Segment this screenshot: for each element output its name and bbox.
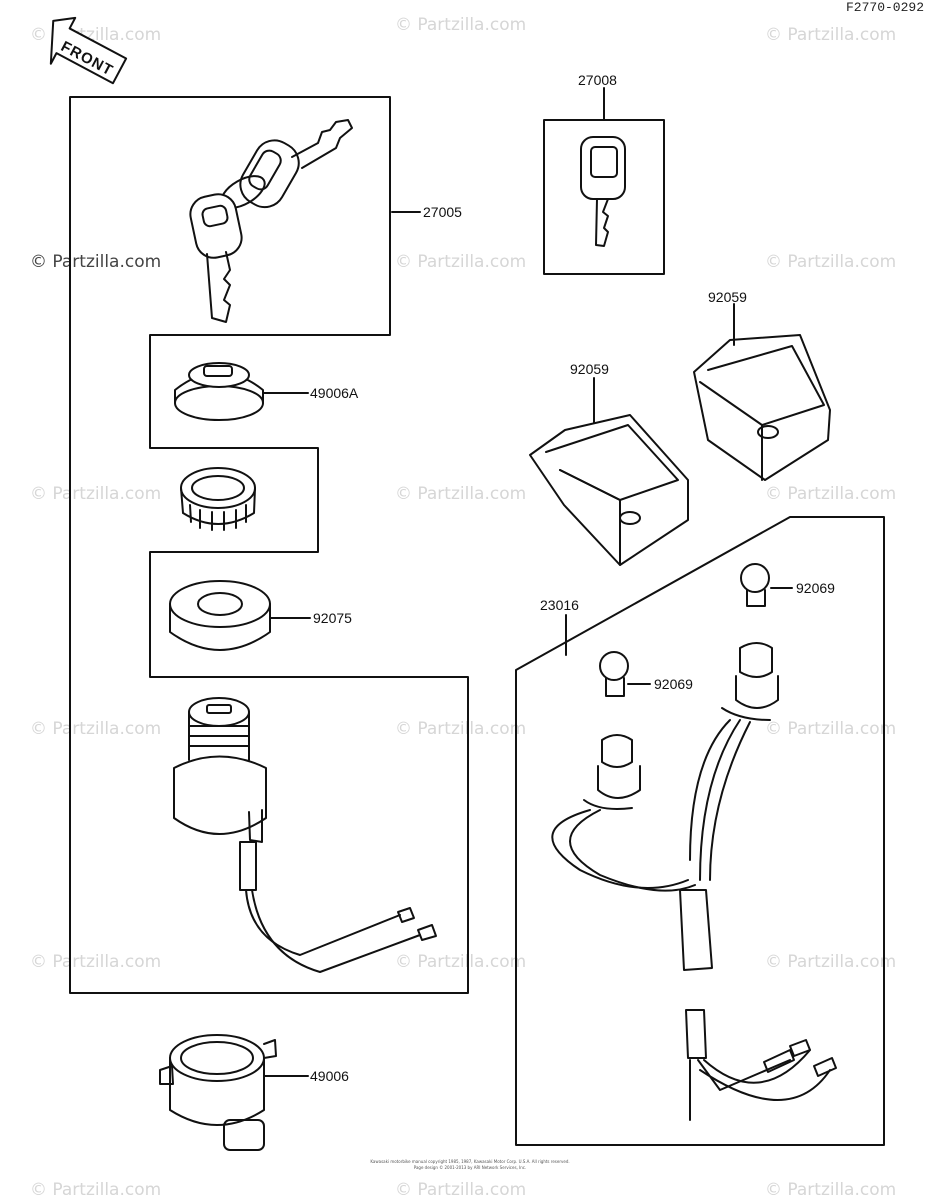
part-number-27008: 27008 <box>578 72 617 88</box>
watermark: © Partzilla.com <box>765 719 897 739</box>
part-number-23016: 23016 <box>540 597 579 613</box>
bulb-icon <box>599 651 629 697</box>
part-number-92059: 92059 <box>708 289 747 305</box>
key-blank-frame <box>543 119 665 275</box>
bulb-icon <box>740 563 770 607</box>
bulb-socket-housing-icon <box>693 334 831 481</box>
copyright-line: Kawasaki motorbike manual copyright 1985… <box>370 1159 570 1164</box>
watermark: © Partzilla.com <box>765 252 897 272</box>
part-number-92069: 92069 <box>654 676 693 692</box>
wiring-group-frame <box>515 516 885 1146</box>
key-blank-icon <box>580 136 626 247</box>
part-number-92075: 92075 <box>313 610 352 626</box>
watermark: © Partzilla.com <box>765 1180 897 1200</box>
watermark: © Partzilla.com <box>395 15 527 35</box>
diagram-code: F2770-0292 <box>845 0 924 15</box>
copyright-line: Page design © 2001-2013 by ARI Network S… <box>413 1165 527 1170</box>
copyright-notice: Kawasaki motorbike manual copyright 1985… <box>320 1159 620 1171</box>
watermark: © Partzilla.com <box>30 719 162 739</box>
watermark: © Partzilla.com <box>765 952 897 972</box>
watermark: © Partzilla.com <box>30 952 162 972</box>
part-number-27005: 27005 <box>423 204 462 220</box>
ignition-switch-icon <box>173 697 437 973</box>
watermark: © Partzilla.com <box>395 484 527 504</box>
watermark: © Partzilla.com <box>395 1180 527 1200</box>
watermark: © Partzilla.com <box>30 252 162 272</box>
watermark: © Partzilla.com <box>395 252 527 272</box>
ignition-group-frame <box>69 96 469 994</box>
part-number-92059: 92059 <box>570 361 609 377</box>
watermark: © Partzilla.com <box>765 25 897 45</box>
key-set-icon <box>189 119 353 323</box>
switch-cover-icon <box>159 1034 277 1151</box>
part-number-49006: 49006 <box>310 1068 349 1084</box>
watermark: © Partzilla.com <box>395 719 527 739</box>
part-number-92069: 92069 <box>796 580 835 596</box>
front-arrow-icon <box>49 16 128 85</box>
wiring-harness-icon <box>551 642 837 1121</box>
part-number-49006A: 49006A <box>310 385 359 401</box>
watermark: © Partzilla.com <box>765 484 897 504</box>
watermark: © Partzilla.com <box>30 1180 162 1200</box>
watermark: © Partzilla.com <box>395 952 527 972</box>
watermark: © Partzilla.com <box>30 484 162 504</box>
bulb-socket-housing-icon <box>529 414 689 566</box>
rubber-spacer-icon <box>169 580 271 651</box>
key-cap-icon <box>174 362 264 421</box>
ring-nut-icon <box>180 467 256 531</box>
